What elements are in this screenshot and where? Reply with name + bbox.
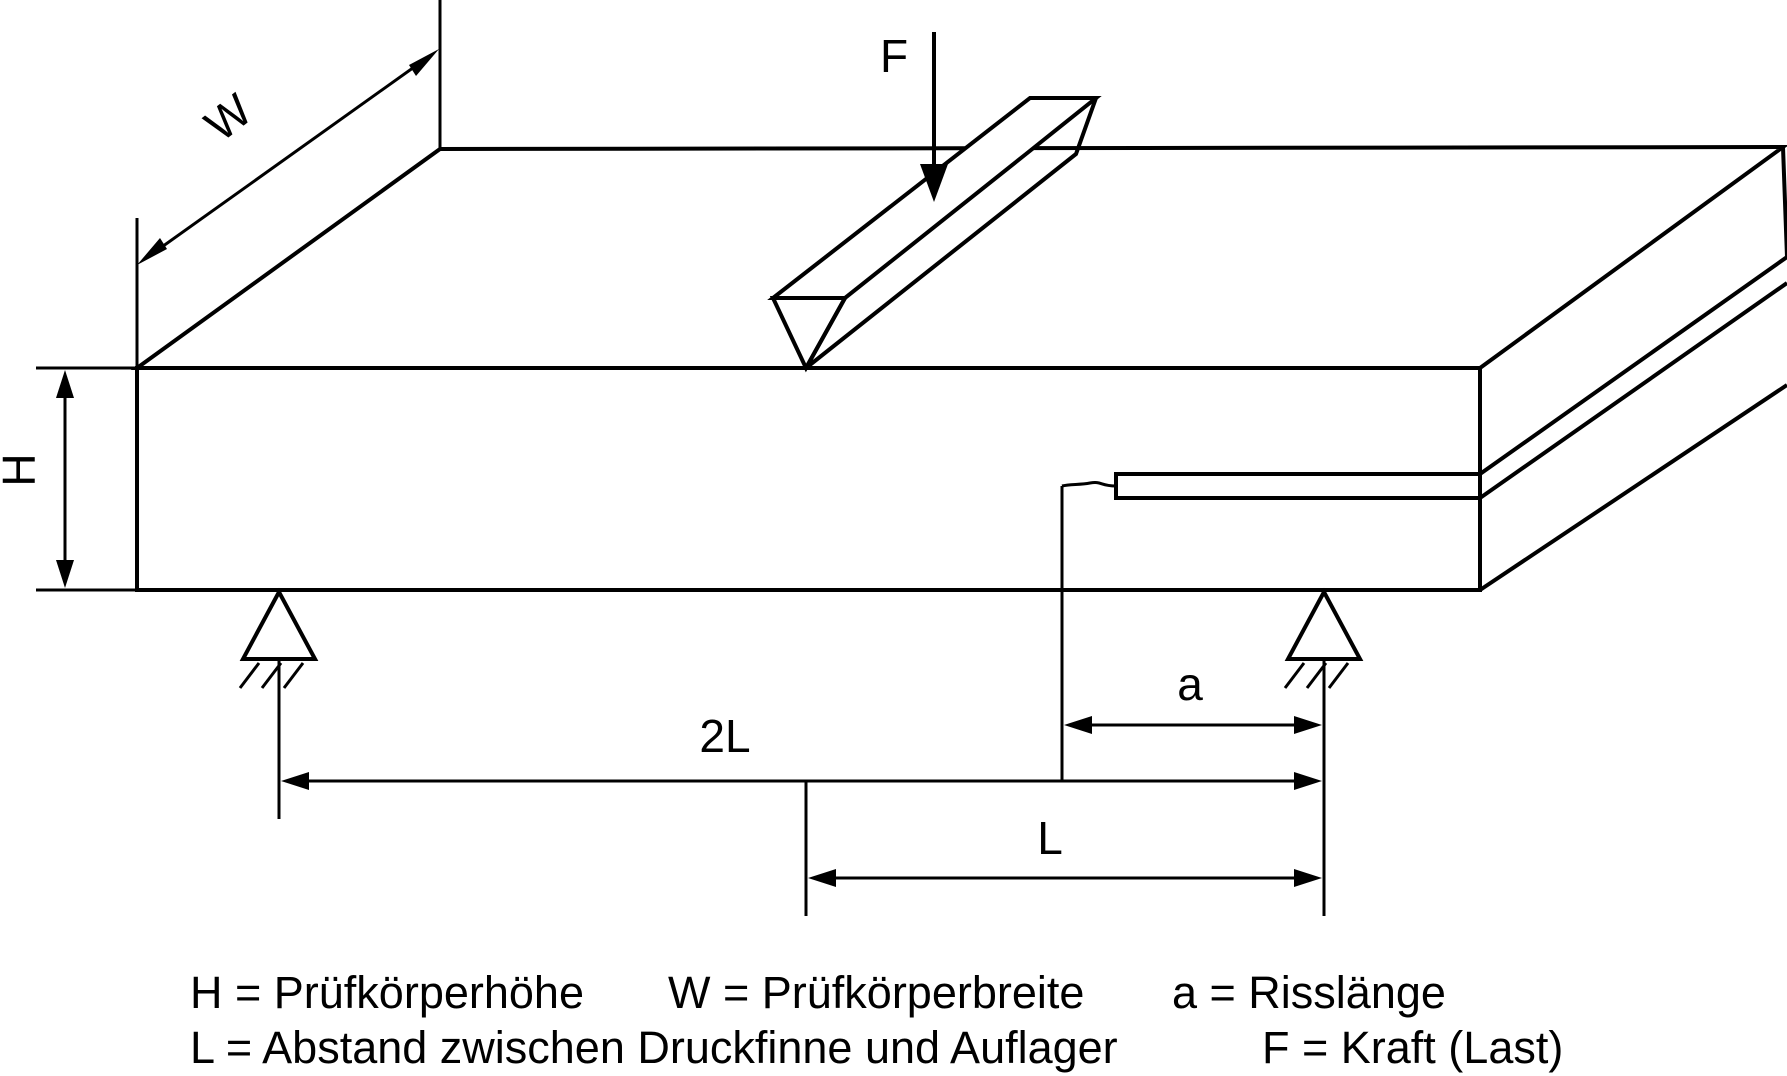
legend-span: L = Abstand zwischen Druckfinne und Aufl…: [190, 1022, 1118, 1073]
crack: [1061, 472, 1482, 500]
support-right: [1283, 587, 1364, 689]
specimen-right-lower: [1478, 281, 1787, 590]
dimension-crack-length: a: [1060, 486, 1322, 781]
crack-length-label: a: [1177, 658, 1203, 710]
dimension-span: L: [808, 812, 1322, 887]
height-label: H: [0, 453, 45, 486]
dimension-double-span: 2L: [281, 710, 1322, 790]
loading-nose-side: [804, 97, 1098, 370]
specimen: [130, 144, 1787, 592]
legend-height: H = Prüfkörperhöhe: [190, 967, 584, 1018]
span-label: L: [1037, 812, 1063, 864]
loading-nose-end: [769, 296, 849, 373]
legend-force: F = Kraft (Last): [1262, 1022, 1563, 1073]
double-span-label: 2L: [699, 710, 750, 762]
force-label: F: [880, 30, 908, 82]
legend-crack: a = Risslänge: [1172, 967, 1446, 1018]
dimension-height: H: [0, 366, 137, 592]
specimen-right-upper: [1478, 146, 1787, 478]
legend: H = Prüfkörperhöhe W = Prüfkörperbreite …: [190, 967, 1563, 1073]
support-left: [238, 587, 319, 689]
crack-notch: [1114, 472, 1482, 500]
force-arrowhead: [920, 164, 948, 202]
legend-width: W = Prüfkörperbreite: [668, 967, 1084, 1018]
force-arrow: F: [880, 30, 948, 202]
crack-tip: [1061, 481, 1117, 488]
width-label: W: [195, 83, 262, 151]
